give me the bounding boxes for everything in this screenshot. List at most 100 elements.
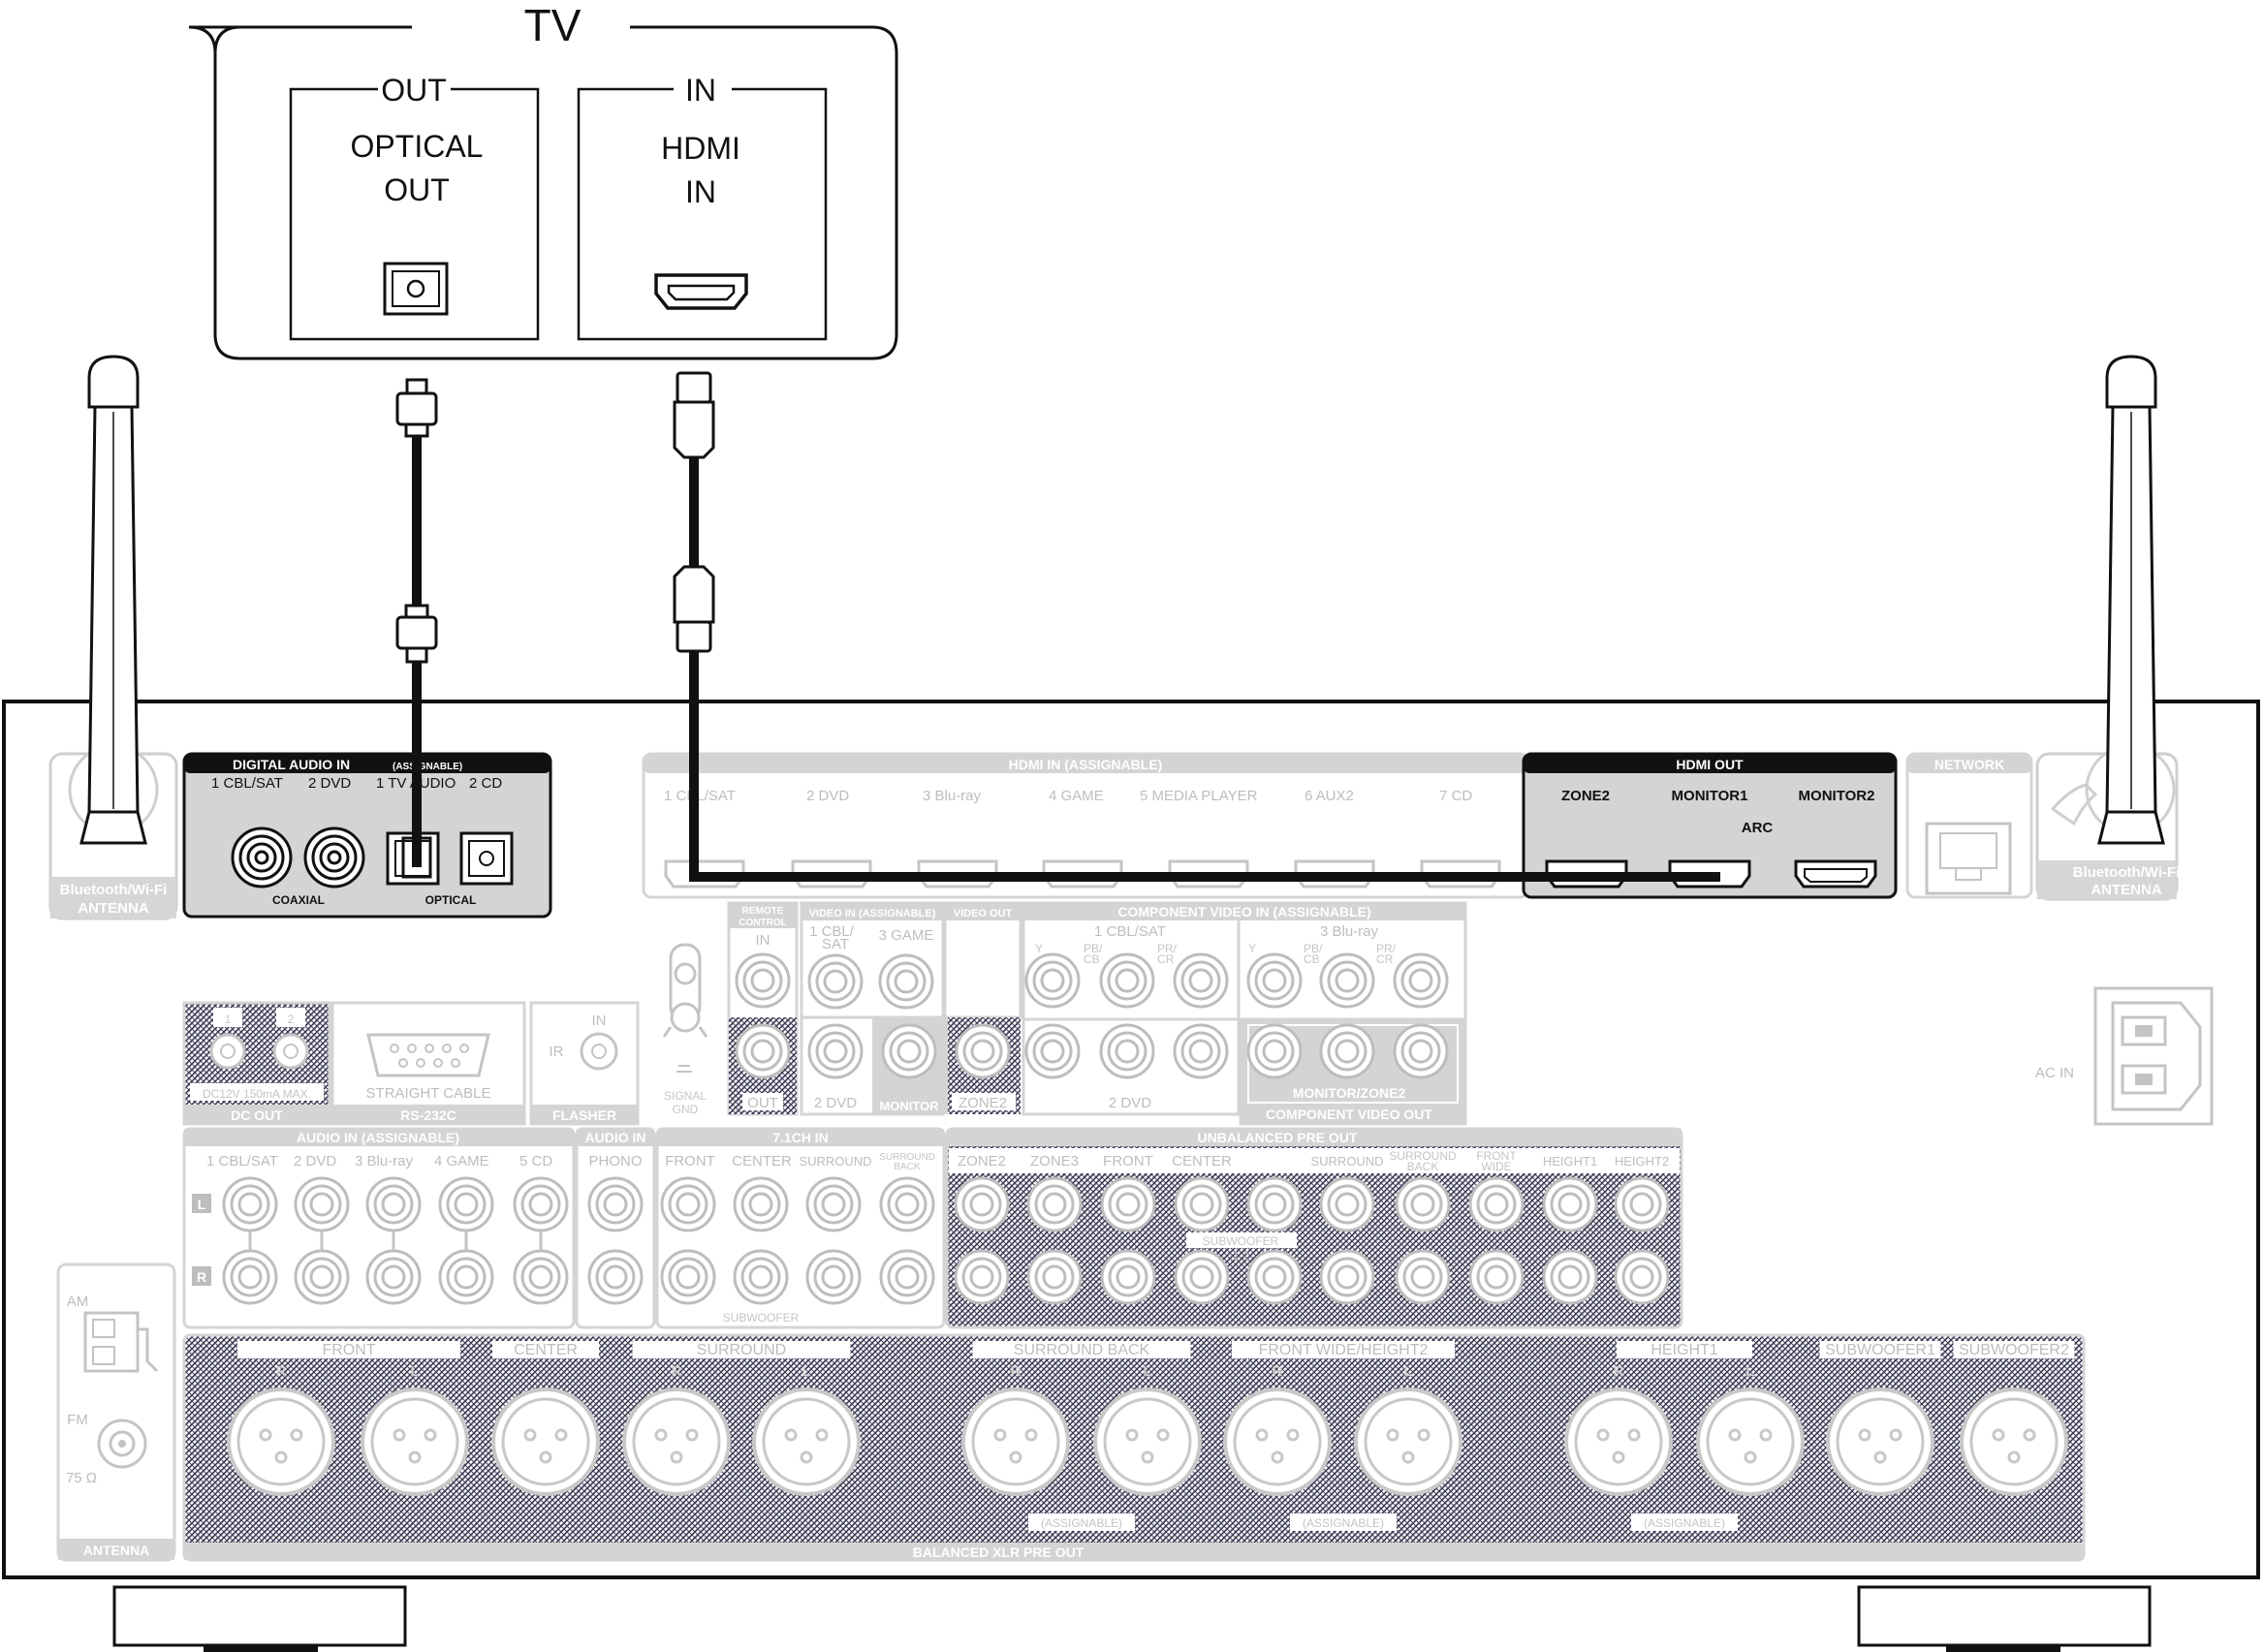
audio-in-3-l-jack[interactable] [365,1176,422,1232]
ch71-sb-l-jack[interactable] [879,1176,935,1232]
xlr-jack-front-r[interactable] [227,1387,335,1496]
xlr-jack-height1-l[interactable] [1696,1387,1805,1496]
audio-in-4-l-jack[interactable] [438,1176,494,1232]
comp-out-pb-jack[interactable] [1319,1023,1375,1079]
flasher-jack[interactable] [580,1032,618,1071]
ac-in-label: AC IN [2035,1065,2074,1081]
hdmi-out-monitor2-port[interactable] [1794,859,1877,888]
pre-out-top-jack-4[interactable] [1174,1176,1230,1232]
tv-in-label: IN [685,73,716,108]
component-in-2-label: 2 DVD [1109,1095,1151,1111]
rs232c-port[interactable] [366,1033,490,1077]
xlr-jack-front-l[interactable] [361,1387,469,1496]
phono-r-jack[interactable] [587,1249,644,1305]
comp-in-2-pr-jack[interactable] [1173,1023,1229,1079]
video-in-3-jack[interactable] [878,953,934,1010]
ch71-surround-r-jack[interactable] [805,1249,862,1305]
audio-in-title: AUDIO IN (ASSIGNABLE) [297,1130,459,1145]
comp-in-1-y-jack[interactable] [1024,952,1081,1009]
xlr-jack-height1-r[interactable] [1564,1387,1673,1496]
pre-out-top-jack-1[interactable] [954,1176,1010,1232]
xlr-jack-center[interactable] [491,1387,600,1496]
audio-in-2-r-jack[interactable] [294,1249,350,1305]
comp-in-1-pr-jack[interactable] [1173,952,1229,1009]
pre-out-bottom-jack-8[interactable] [1468,1249,1525,1305]
audio-in-4-r-jack[interactable] [438,1249,494,1305]
pre-out-bottom-jack-7[interactable] [1395,1249,1451,1305]
audio-in-3-r-jack[interactable] [365,1249,422,1305]
fm-terminal[interactable] [97,1418,147,1469]
audio-in-1-r-jack[interactable] [222,1249,278,1305]
ch71-front-l-jack[interactable] [660,1176,716,1232]
ch71-subwoofer-jack[interactable] [733,1249,789,1305]
xlr-jack-front-wide-height2-l[interactable] [1354,1387,1462,1496]
xlr-jack-surround-r[interactable] [622,1387,731,1496]
am-terminal[interactable] [83,1311,159,1373]
tv-hdmi-port[interactable] [654,273,748,310]
pre-out-subwoofer-nums: 1 2 [1233,1249,1249,1262]
pre-out-top-jack-6[interactable] [1319,1176,1375,1232]
xlr-jack-front-wide-height2-r[interactable] [1223,1387,1332,1496]
phono-l-jack[interactable] [587,1176,644,1232]
pre-out-subwoofer-label: SUBWOOFER [1203,1234,1279,1248]
comp-in-2-pb-jack[interactable] [1099,1023,1155,1079]
video-in-1-label: 1 CBL/ [809,923,855,940]
video-out-zone2-jack[interactable] [955,1023,1011,1079]
xlr-jack-surround-back-l[interactable] [1093,1387,1202,1496]
pre-out-top-jack-8[interactable] [1468,1176,1525,1232]
audio-in-5-l-jack[interactable] [513,1176,569,1232]
comp-out-y-jack[interactable] [1246,1023,1303,1079]
video-in-2-jack[interactable] [807,1023,864,1079]
pre-out-top-jack-3[interactable] [1100,1176,1156,1232]
xlr-jack-surround-back-r[interactable] [961,1387,1070,1496]
ch71-surround-back: SURROUND [879,1152,935,1163]
xlr-jack-subwoofer2[interactable] [1960,1387,2068,1496]
ch71-sb-r-jack[interactable] [879,1249,935,1305]
foot-right [1857,1585,2152,1647]
video-out-monitor-jack[interactable] [881,1023,937,1079]
audio-in-2-l-jack[interactable] [294,1176,350,1232]
comp-in-3-y-jack[interactable] [1246,952,1303,1009]
component-out-title: COMPONENT VIDEO OUT [1266,1107,1432,1122]
comp-out-pr-jack[interactable] [1393,1023,1449,1079]
comp-in-3-pr-jack[interactable] [1393,952,1449,1009]
ch71-surround-l-jack[interactable] [805,1176,862,1232]
video-in-1-jack[interactable] [807,953,864,1010]
dc-out-jack-2[interactable] [272,1033,309,1070]
audio-in-1-l-jack[interactable] [222,1176,278,1232]
pre-out-top-jack-10[interactable] [1614,1176,1670,1232]
pre-out-bottom-jack-2[interactable] [1026,1249,1083,1305]
pre-out-top-jack-9[interactable] [1542,1176,1598,1232]
pre-out-bottom-jack-5[interactable] [1246,1249,1303,1305]
xlr-label-bg [1617,1341,1752,1358]
optical-jack-2[interactable] [459,831,514,886]
coaxial-jack-2[interactable] [303,826,365,888]
xlr-side-label: L [802,1363,810,1380]
remote-out-jack[interactable] [735,1023,791,1079]
comp-in-2-y-jack[interactable] [1024,1023,1081,1079]
xlr-jack-surround-l[interactable] [752,1387,861,1496]
pre-out-top-jack-5[interactable] [1246,1176,1303,1232]
tv-optical-port[interactable] [383,262,449,316]
xlr-jack-subwoofer1[interactable] [1826,1387,1934,1496]
pre-out-bottom-jack-6[interactable] [1319,1249,1375,1305]
coaxial-jack-1[interactable] [231,826,293,888]
xlr-label-bg [492,1341,599,1358]
comp-in-1-pb-jack[interactable] [1099,952,1155,1009]
pre-out-bottom-jack-1[interactable] [954,1249,1010,1305]
pre-out-bottom-jack-9[interactable] [1542,1249,1598,1305]
pre-out-bottom-jack-4[interactable] [1174,1249,1230,1305]
hdmi-in-label-5: 5 MEDIA PLAYER [1140,788,1258,804]
network-port[interactable] [1925,822,2012,895]
ch71-center-jack[interactable] [733,1176,789,1232]
audio-in-5-r-jack[interactable] [513,1249,569,1305]
remote-in-jack[interactable] [735,952,791,1009]
dc-out-jack-1[interactable] [209,1033,246,1070]
pre-out-bottom-jack-10[interactable] [1614,1249,1670,1305]
pre-out-top-jack-7[interactable] [1395,1176,1451,1232]
rs232c-cable-label: STRAIGHT CABLE [366,1085,491,1102]
pre-out-top-jack-2[interactable] [1026,1176,1083,1232]
comp-in-3-pb-jack[interactable] [1319,952,1375,1009]
ch71-front-r-jack[interactable] [660,1249,716,1305]
pre-out-bottom-jack-3[interactable] [1100,1249,1156,1305]
